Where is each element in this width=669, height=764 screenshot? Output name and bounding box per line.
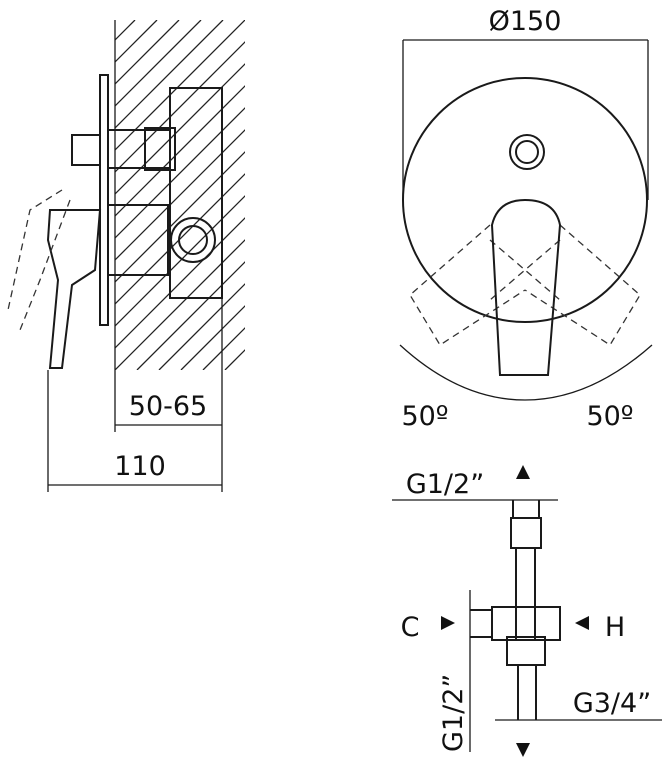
cold-label: C <box>401 612 420 643</box>
hatch-line <box>0 20 91 370</box>
hot-label: H <box>605 612 625 643</box>
diverter-knob <box>509 134 545 170</box>
cover-plate-outline <box>402 77 648 323</box>
mixer-body <box>491 606 561 641</box>
hot-inlet-arrow-icon <box>575 616 589 630</box>
hatch-line <box>180 305 245 370</box>
hatch-line <box>136 261 245 370</box>
lever-handle <box>490 198 562 376</box>
hatch-line <box>489 20 669 370</box>
diameter-label: Ø150 <box>489 6 562 37</box>
hatch-line <box>511 20 669 370</box>
hatch-line <box>665 20 669 370</box>
hatch-line <box>115 239 245 370</box>
hatch-line <box>115 20 224 129</box>
hatch-line <box>577 20 669 370</box>
hatch-line <box>0 20 69 370</box>
hatch-line <box>621 20 669 370</box>
side-outlet-label: G1/2” <box>438 674 469 752</box>
lever-handle <box>46 209 102 369</box>
wall-hatching <box>0 20 669 370</box>
hatch-line <box>115 107 245 239</box>
hatch-line <box>115 41 245 173</box>
hatch-line <box>379 20 669 370</box>
hatch-line <box>115 20 180 85</box>
valve-body <box>169 87 223 299</box>
diverter-knob <box>71 134 101 166</box>
front-view: Ø150 50º 50º <box>399 6 653 432</box>
rotation-arc <box>399 344 653 401</box>
hatch-line <box>401 20 669 370</box>
depth-label: 50-65 <box>129 391 207 422</box>
hatch-line <box>115 173 245 305</box>
cold-inlet-arrow-icon <box>441 616 455 630</box>
hatch-line <box>115 151 245 283</box>
hatch-line <box>313 20 663 370</box>
angle-right-label: 50º <box>586 401 633 432</box>
hatch-line <box>115 129 245 261</box>
total-depth-label: 110 <box>114 451 166 482</box>
hatch-line <box>115 20 202 107</box>
connections-view: G1/2” C H G1/2” G3/4” <box>392 465 662 757</box>
hatch-line <box>158 283 245 370</box>
hatch-line <box>247 20 597 370</box>
hatch-line <box>0 20 25 370</box>
hatch-line <box>115 20 245 151</box>
side-view: 50-65 110 <box>0 20 669 492</box>
diverter-cartridge <box>107 129 171 169</box>
arrow-down-icon <box>516 743 530 757</box>
top-outlet-label: G1/2” <box>406 469 484 500</box>
hatch-line <box>291 20 641 370</box>
hatch-line <box>0 20 113 370</box>
bottom-outlet-label: G3/4” <box>573 688 651 719</box>
hatch-line <box>599 20 669 370</box>
cover-plate <box>99 74 109 326</box>
hatch-line <box>224 349 245 370</box>
hatch-line <box>115 20 158 63</box>
hatch-line <box>555 20 669 370</box>
hatch-line <box>115 85 245 217</box>
hatch-line <box>202 327 245 370</box>
hatch-line <box>335 20 669 370</box>
hatch-line <box>115 63 245 195</box>
arrow-up-icon <box>516 465 530 479</box>
mixer-cartridge <box>107 204 169 276</box>
inlet-port <box>170 217 216 263</box>
hatch-line <box>423 20 669 370</box>
hatch-line <box>115 217 245 349</box>
angle-left-label: 50º <box>401 401 448 432</box>
hatch-line <box>0 20 47 370</box>
hatch-line <box>115 195 245 327</box>
